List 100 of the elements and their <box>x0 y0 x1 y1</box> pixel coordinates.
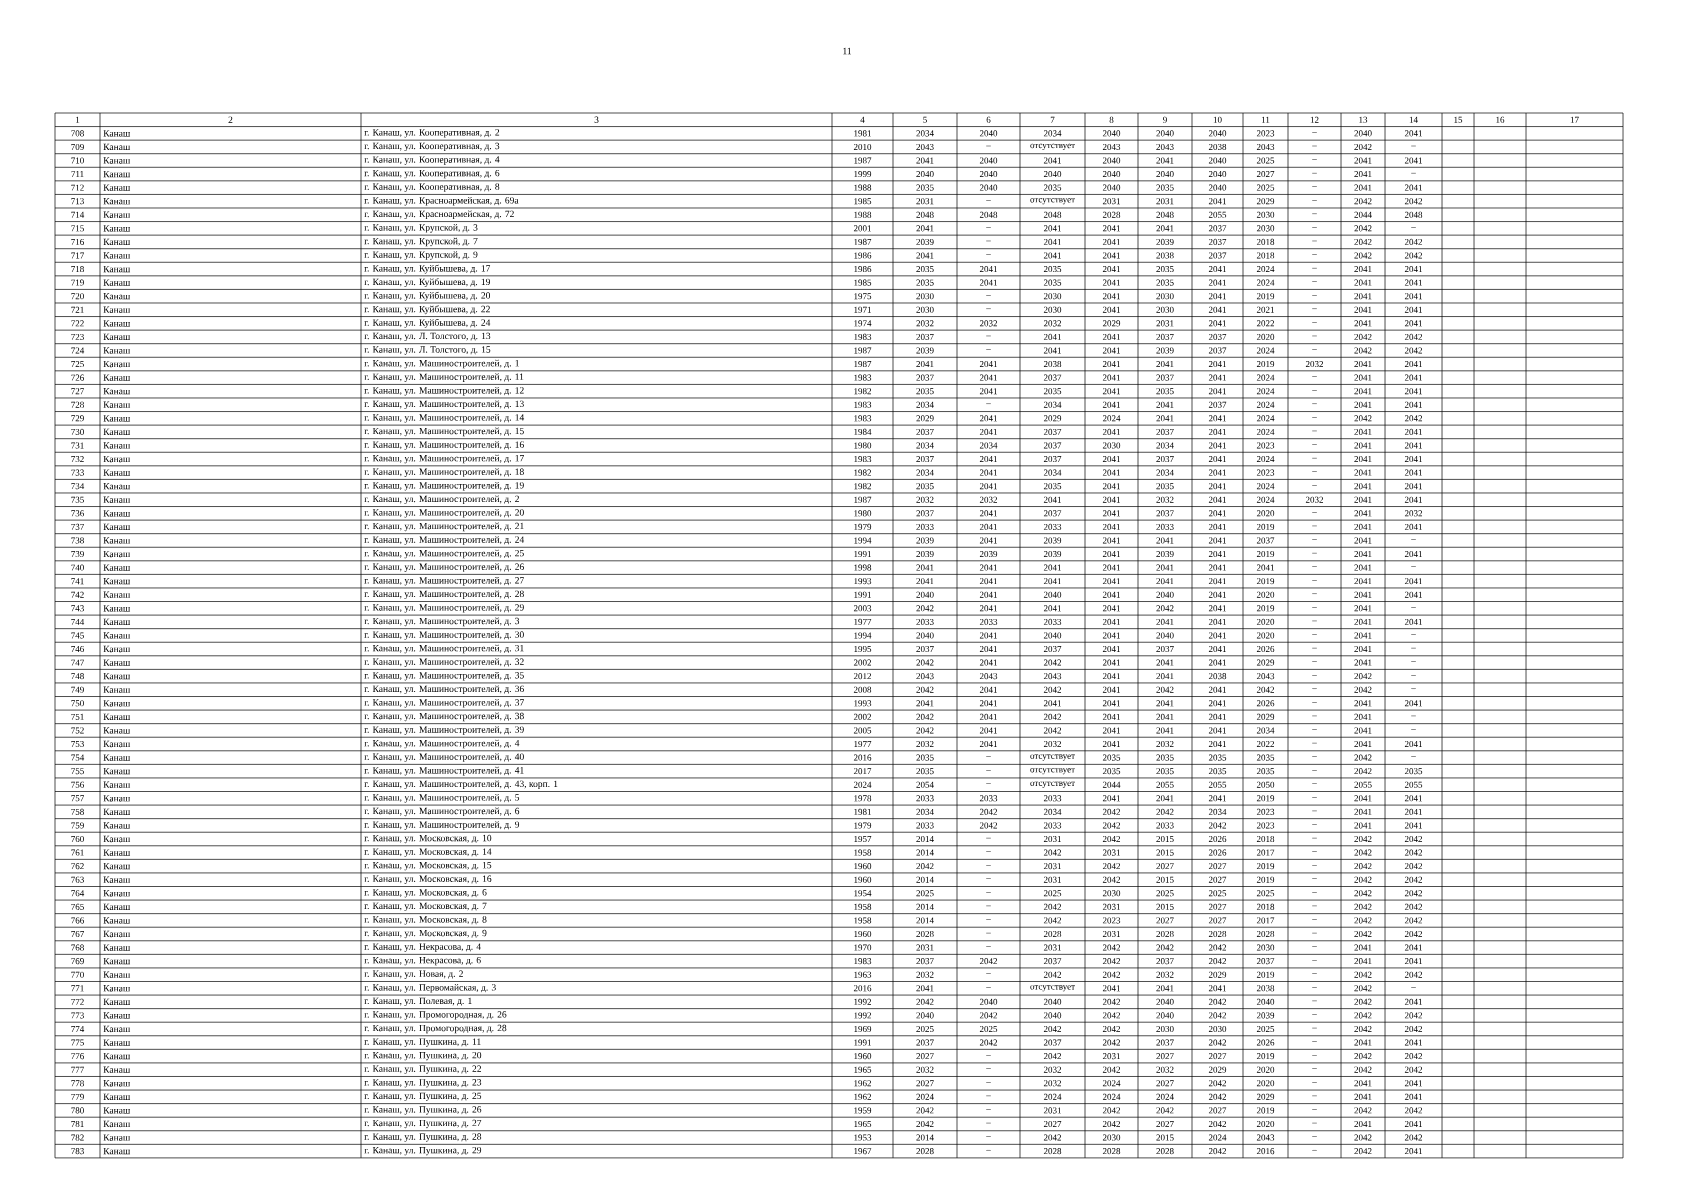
table-cell: 9 <box>1163 116 1167 123</box>
table-cell: 2040 <box>1354 130 1372 137</box>
table-cell: 2041 <box>979 428 997 435</box>
table-cell: 2048 <box>916 211 934 218</box>
table-cell: 2027 <box>1156 1120 1174 1128</box>
table-cell: 2041 <box>1208 537 1226 544</box>
table-cell: 2032 <box>1043 1080 1061 1087</box>
table-cell: 2023 <box>1102 917 1121 924</box>
table-cell: 1978 <box>854 795 872 802</box>
table-cell: 2034 <box>1208 808 1227 815</box>
table-cell: 2042 <box>1354 903 1372 910</box>
table-cell: 2041 <box>1208 591 1226 598</box>
table-cell: – <box>1312 702 1317 703</box>
table-cell: Канаш <box>103 442 131 449</box>
table-cell: 2041 <box>1156 713 1174 720</box>
table-cell: 2055 <box>1354 781 1372 788</box>
table-cell: 2042 <box>1404 1053 1422 1060</box>
table-cell: 2042 <box>1102 998 1120 1005</box>
table-cell: 2041 <box>1208 496 1226 503</box>
table-cell: 2014 <box>916 835 934 843</box>
table-cell: 2041 <box>1208 293 1226 300</box>
table-cell: – <box>1312 837 1317 839</box>
table-cell: Канаш <box>103 415 131 422</box>
table-cell: 2034 <box>1043 401 1062 408</box>
table-cell: 1963 <box>854 971 872 978</box>
table-cell: Канаш <box>103 428 131 436</box>
table-cell: 2040 <box>1043 591 1062 598</box>
table-cell: 2028 <box>1208 930 1227 938</box>
table-cell: 2041 <box>1102 428 1120 435</box>
table-cell: 2041 <box>1354 157 1372 164</box>
table-cell: 2041 <box>1404 700 1422 707</box>
table-cell: 2041 <box>1354 510 1372 517</box>
table-cell: – <box>1411 145 1416 147</box>
table-cell: 2042 <box>1156 605 1174 612</box>
table-cell: 2034 <box>916 442 934 449</box>
table-cell: 2040 <box>1208 157 1227 164</box>
table-cell: 2042 <box>979 822 997 829</box>
table-cell: – <box>1312 227 1317 228</box>
table-cell: 2041 <box>1354 523 1372 530</box>
table-cell: 2041 <box>1156 727 1174 734</box>
table-cell: г. Канаш, ул. Машиностроителей, д. 41 <box>364 766 524 776</box>
table-cell: 2031 <box>1043 1107 1061 1114</box>
table-cell: – <box>986 837 991 839</box>
table-cell: 2034 <box>1043 469 1062 476</box>
table-cell: 2042 <box>1043 686 1061 693</box>
table-cell: 2042 <box>1208 822 1226 829</box>
table-cell: 1985 <box>854 279 872 286</box>
table-cell: 729 <box>71 415 84 422</box>
table-cell: 2024 <box>1256 374 1275 381</box>
table-cell: 2041 <box>1102 374 1120 381</box>
table-cell: – <box>1312 634 1317 635</box>
table-cell: 2028 <box>1156 1148 1174 1155</box>
table-cell: г. Канаш, ул. Крупской, д. 7 <box>364 237 478 247</box>
table-cell: 1983 <box>854 374 872 381</box>
table-cell: – <box>986 1082 991 1083</box>
table-cell: – <box>1312 1095 1317 1097</box>
table-cell: 2033 <box>1156 523 1174 530</box>
table-cell: 1993 <box>854 578 872 585</box>
table-cell: 2041 <box>1102 401 1120 408</box>
table-cell: 2040 <box>1208 184 1227 191</box>
table-cell: Канаш <box>103 1052 131 1060</box>
table-cell: 2042 <box>1102 822 1120 829</box>
table-cell: 2024 <box>1256 428 1275 435</box>
table-cell: г. Канаш, ул. Кооперативная, д. 4 <box>364 156 500 165</box>
table-cell: 2048 <box>1156 211 1174 218</box>
table-cell: – <box>1312 349 1317 350</box>
table-cell: Канаш <box>103 998 131 1005</box>
table-cell: 2025 <box>1208 890 1227 897</box>
table-cell: 2040 <box>1102 184 1121 191</box>
table-cell: 2038 <box>1208 673 1227 680</box>
table-cell: 713 <box>71 198 84 205</box>
table-cell: 2031 <box>916 944 934 951</box>
table-cell: 2044 <box>1102 781 1121 788</box>
table-cell: 2041 <box>1404 361 1422 368</box>
table-cell: 2027 <box>1208 903 1227 910</box>
table-cell: Канаш <box>103 170 131 178</box>
table-cell: Канаш <box>103 564 131 571</box>
table-cell: 754 <box>71 754 85 761</box>
table-cell: 2030 <box>1156 1025 1174 1033</box>
table-cell: 2041 <box>1208 618 1226 625</box>
table-cell: 2019 <box>1256 1053 1275 1060</box>
table-cell: Канаш <box>103 957 131 965</box>
table-cell: 2042 <box>1102 1012 1120 1019</box>
table-cell: – <box>1312 756 1317 757</box>
table-cell: 2041 <box>979 727 997 734</box>
table-cell: 2008 <box>853 686 872 693</box>
table-cell: 2035 <box>1043 388 1062 395</box>
table-cell: 2041 <box>1102 456 1120 463</box>
table-cell: – <box>986 905 991 907</box>
table-cell: 2024 <box>853 781 872 788</box>
table-cell: Канаш <box>103 1039 131 1046</box>
table-cell: г. Канаш, ул. Машиностроителей, д. 16 <box>364 441 524 450</box>
table-cell: 2042 <box>1354 930 1372 938</box>
table-cell: 2048 <box>1043 211 1062 218</box>
table-cell: 2042 <box>1043 659 1061 666</box>
table-cell: Канаш <box>103 985 131 992</box>
table-cell: 2020 <box>1256 1066 1275 1073</box>
table-cell: 2027 <box>1208 876 1227 883</box>
table-cell: 2034 <box>1156 442 1174 449</box>
table-cell: 1988 <box>854 211 872 218</box>
